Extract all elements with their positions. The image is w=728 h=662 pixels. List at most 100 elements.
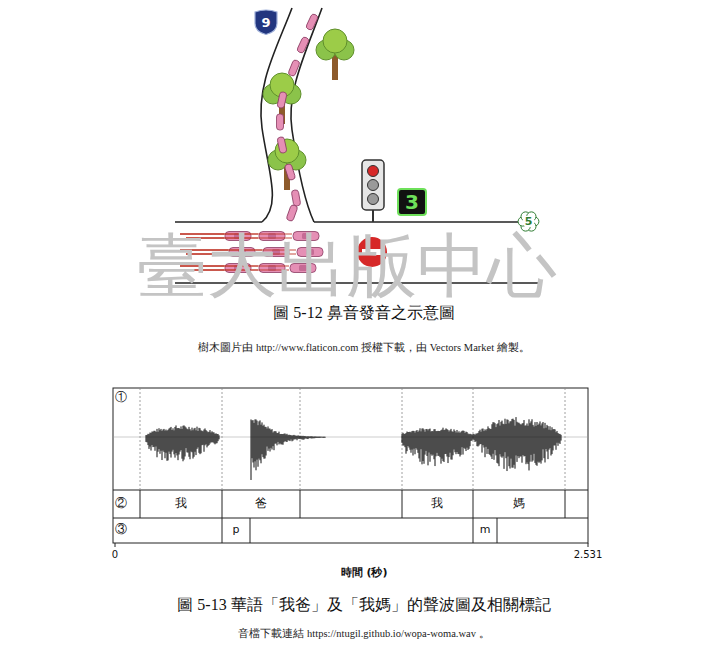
- waveform-sample: [207, 431, 208, 447]
- waveform-sample: [255, 419, 256, 461]
- watermark: 臺大出版中心: [137, 226, 557, 307]
- waveform-sample: [428, 430, 429, 465]
- waveform-sample: [552, 427, 553, 454]
- segment-label: p: [233, 524, 240, 537]
- waveform-sample: [203, 431, 204, 444]
- waveform-sample: [300, 436, 301, 439]
- waveform-sample: [273, 432, 274, 446]
- waveform-sample: [561, 435, 562, 441]
- waveform-sample: [536, 426, 537, 465]
- waveform-sample: [262, 422, 263, 454]
- boundary-dashed: [140, 388, 141, 490]
- waveform-sample: [283, 434, 284, 445]
- waveform-sample: [466, 432, 467, 451]
- credit-note: 樹木圖片由 http://www.flaticon.com 授權下載，由 Vec…: [198, 342, 530, 354]
- interval-boundary: [473, 518, 474, 543]
- car: [288, 59, 300, 76]
- waveform-sample: [177, 428, 178, 455]
- waveform-sample: [494, 422, 495, 459]
- waveform-sample: [496, 427, 497, 455]
- waveform-sample: [315, 436, 316, 438]
- waveform-sample: [555, 429, 556, 445]
- waveform-sample: [298, 435, 299, 438]
- waveform-sample: [323, 437, 324, 438]
- waveform-sample: [446, 428, 447, 454]
- waveform-sample: [475, 435, 476, 442]
- waveform-sample: [169, 429, 170, 452]
- panel-frame: [113, 388, 588, 543]
- waveform-sample: [478, 433, 479, 447]
- waveform-sample: [405, 434, 406, 447]
- waveform-sample: [415, 433, 416, 455]
- waveform-sample: [311, 436, 312, 438]
- waveform-sample: [542, 423, 543, 460]
- waveform-sample: [198, 431, 199, 447]
- waveform-sample: [439, 431, 440, 456]
- waveform-sample: [278, 433, 279, 442]
- waveform-sample: [313, 437, 314, 439]
- waveform-sample: [285, 433, 286, 441]
- waveform-sample: [410, 432, 411, 450]
- waveform-sample: [157, 429, 158, 457]
- waveform-sample: [465, 433, 466, 449]
- waveform-sample: [317, 437, 318, 438]
- waveform-sample: [319, 437, 320, 438]
- waveform-sample: [160, 430, 161, 454]
- waveform-sample: [468, 433, 469, 449]
- boundary-dashed: [473, 388, 474, 490]
- waveform-sample: [190, 429, 191, 459]
- road-edge: [314, 221, 518, 223]
- sign-number: 3: [405, 192, 419, 212]
- waveform-sample: [277, 433, 278, 445]
- waveform-sample: [321, 437, 322, 438]
- figure-caption: 圖 5-13 華語「我爸」及「我媽」的聲波圖及相關標記: [177, 596, 550, 614]
- waveform-sample: [168, 430, 169, 461]
- waveform-sample: [476, 434, 477, 442]
- waveform-sample: [149, 434, 150, 449]
- interval-boundary: [473, 490, 474, 518]
- axis-tick: [588, 543, 589, 547]
- waveform-sample: [440, 431, 441, 457]
- waveform-sample: [512, 419, 513, 468]
- interval-boundary: [140, 490, 141, 518]
- waveform-sample: [449, 431, 450, 457]
- waveform-sample: [463, 431, 464, 455]
- waveform-sample: [481, 432, 482, 444]
- waveform-sample: [197, 427, 198, 449]
- waveform-sample: [279, 432, 280, 445]
- waveform-sample: [529, 419, 530, 470]
- waveform-sample: [413, 431, 414, 456]
- waveform-sample: [448, 430, 449, 463]
- waveform-sample: [270, 429, 271, 452]
- tree: [268, 139, 306, 190]
- waveform-sample: [213, 432, 214, 442]
- waveform-sample: [209, 432, 210, 445]
- waveform-sample: [201, 430, 202, 453]
- syllable-label: 媽: [513, 497, 525, 511]
- waveform-sample: [524, 420, 525, 456]
- waveform-sample: [318, 437, 319, 438]
- waveform-sample: [288, 435, 289, 440]
- waveform-sample: [176, 425, 177, 453]
- axis-title: 時間 (秒): [341, 567, 388, 580]
- waveform-sample: [457, 430, 458, 452]
- waveform-sample: [480, 430, 481, 444]
- waveform-sample: [252, 420, 253, 458]
- waveform-sample: [325, 437, 326, 438]
- waveform-sample: [455, 431, 456, 452]
- waveform-sample: [531, 421, 532, 454]
- waveform-sample: [424, 429, 425, 463]
- waveform-sample: [206, 430, 207, 444]
- waveform-sample: [218, 434, 219, 441]
- waveform-sample: [316, 437, 317, 438]
- waveform-sample: [184, 425, 185, 459]
- waveform-sample: [256, 419, 257, 470]
- waveform-sample: [265, 427, 266, 459]
- waveform-sample: [307, 436, 308, 438]
- waveform-sample: [431, 431, 432, 454]
- waveform-sample: [539, 424, 540, 463]
- waveform-sample: [450, 430, 451, 452]
- waveform-sample: [423, 428, 424, 461]
- queued-cars: [277, 13, 319, 221]
- waveform-sample: [404, 434, 405, 446]
